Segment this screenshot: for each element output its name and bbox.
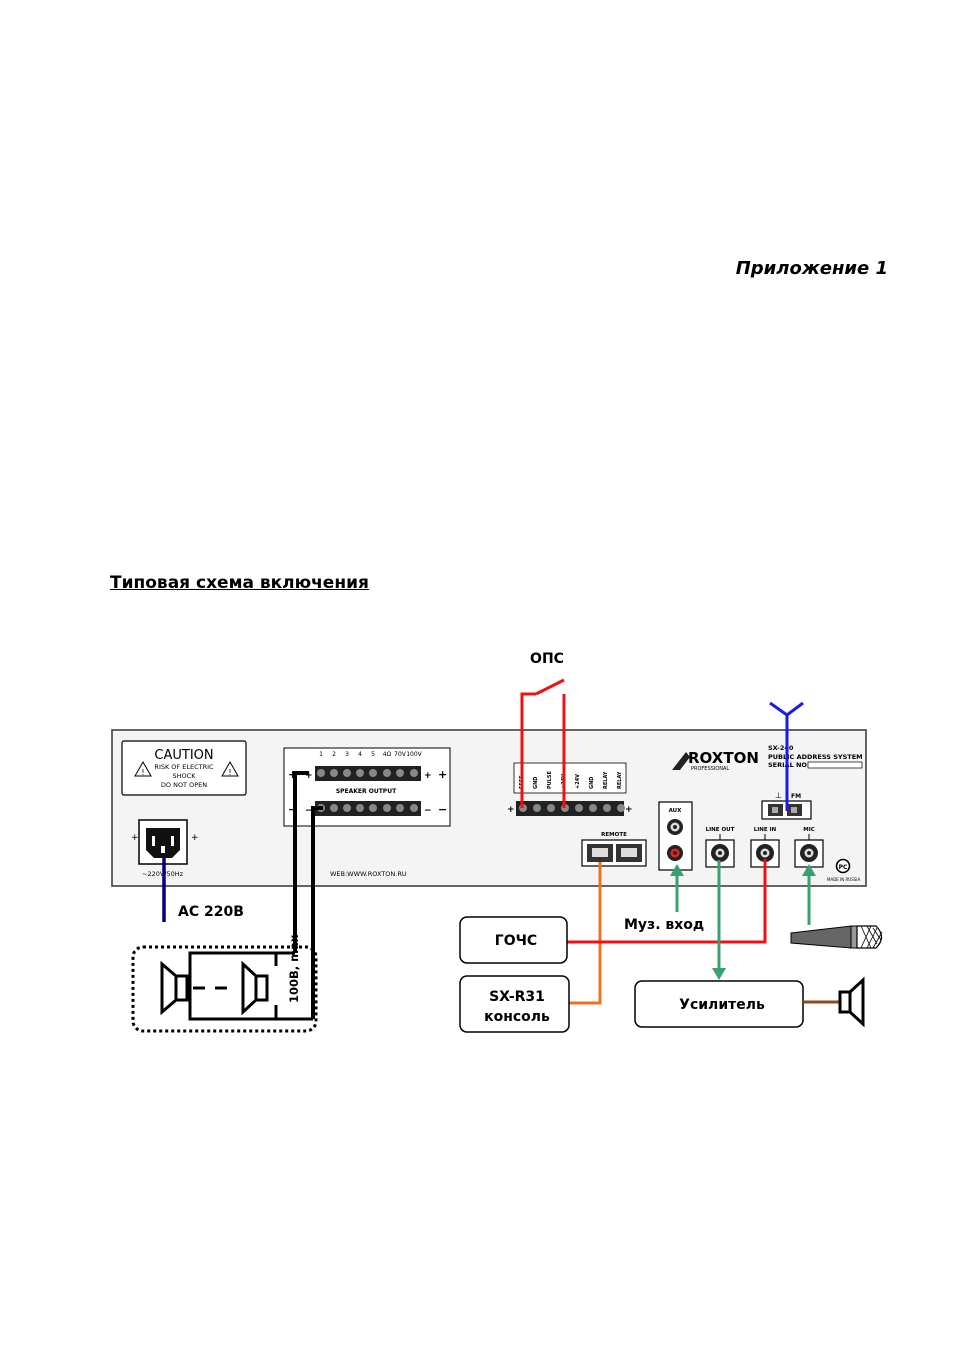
ops-wire-left <box>520 692 536 808</box>
fm-terminal: ⊥ FM <box>761 791 812 820</box>
svg-text:⊥: ⊥ <box>775 791 782 800</box>
svg-text:CAUTION: CAUTION <box>154 748 213 763</box>
svg-text:LINE OUT: LINE OUT <box>706 827 735 833</box>
music-input-label: Муз. вход <box>624 917 704 933</box>
svg-text:SX-R31: SX-R31 <box>489 989 545 1005</box>
svg-text:2: 2 <box>332 751 336 758</box>
speaker-group <box>131 945 318 1033</box>
speaker-group-wiring <box>188 951 313 1021</box>
ops-label: ОПС <box>530 651 564 667</box>
section-title: Типовая схема включения <box>110 573 369 593</box>
made-in-label: MADE IN RUSSIA <box>827 877 860 882</box>
model-desc: PUBLIC ADDRESS SYSTEM <box>768 753 863 761</box>
svg-text:RELAY: RELAY <box>603 771 609 789</box>
svg-text:FM: FM <box>791 793 801 800</box>
svg-text:ГОЧС: ГОЧС <box>495 933 537 949</box>
svg-text:PROFESSIONAL: PROFESSIONAL <box>691 766 729 772</box>
svg-text:GND: GND <box>533 777 539 789</box>
svg-text:AUX: AUX <box>669 808 683 814</box>
svg-text:−: − <box>305 806 313 816</box>
serial-label: SERIAL NO: <box>768 761 810 769</box>
svg-text:+: + <box>507 805 515 815</box>
svg-text:SPEAKER OUTPUT: SPEAKER OUTPUT <box>336 788 397 795</box>
svg-text:+: + <box>288 768 297 781</box>
line-out-arrow <box>712 860 726 980</box>
svg-text:4Ω: 4Ω <box>383 751 392 758</box>
console-box: SX-R31 консоль <box>459 975 570 1033</box>
svg-text:ROXTON: ROXTON <box>688 749 759 767</box>
svg-text:PC: PC <box>839 864 848 871</box>
ops-switch <box>535 678 565 696</box>
svg-text:консоль: консоль <box>484 1009 550 1025</box>
svg-text:−: − <box>288 803 297 816</box>
brand-logo: ROXTON PROFESSIONAL <box>672 749 759 772</box>
svg-text:+: + <box>424 771 432 781</box>
model-label: SX-240 <box>768 744 794 752</box>
caution-label: CAUTION RISK OF ELECTRIC SHOCK DO NOT OP… <box>121 740 247 796</box>
svg-text:DO NOT OPEN: DO NOT OPEN <box>161 781 207 789</box>
aux-port: AUX <box>658 801 693 871</box>
svg-text:!: ! <box>141 768 144 777</box>
remote-port: REMOTE <box>581 832 647 867</box>
svg-text:RELAY: RELAY <box>617 771 623 789</box>
speaker-line-label: 100В, max <box>287 934 301 1003</box>
svg-text:+: + <box>191 833 199 843</box>
svg-text:LINE IN: LINE IN <box>754 827 777 833</box>
svg-text:+: + <box>625 805 633 815</box>
speaker-icon-left <box>160 960 189 1016</box>
svg-text:+: + <box>131 833 139 843</box>
microphone-icon <box>790 925 883 949</box>
svg-text:Усилитель: Усилитель <box>679 997 765 1013</box>
svg-text:100V: 100V <box>406 751 422 758</box>
svg-text:PULSE: PULSE <box>547 770 553 789</box>
certification-icon: PC <box>835 858 851 874</box>
speaker-icon-output <box>838 976 865 1028</box>
antenna-icon <box>769 701 804 811</box>
svg-text:+24V: +24V <box>575 774 581 789</box>
svg-text:−: − <box>424 806 432 816</box>
svg-text:!: ! <box>228 768 231 777</box>
gochs-wire <box>567 859 767 944</box>
warning-icon-left: ! <box>134 760 152 777</box>
svg-text:1: 1 <box>319 751 323 758</box>
web-label: WEB:WWW.ROXTON.RU <box>330 870 407 878</box>
svg-text:4: 4 <box>358 751 362 758</box>
remote-wire <box>567 862 602 1005</box>
mic-arrow <box>802 864 816 925</box>
svg-text:5: 5 <box>371 751 375 758</box>
ac-label: AC 220B <box>178 904 244 920</box>
svg-text:GND: GND <box>589 777 595 789</box>
speaker-output-block: 1 2 3 4 5 4Ω 70V 100V + + + + SPEAKER OU… <box>283 747 451 827</box>
warning-icon-right: ! <box>221 760 239 777</box>
svg-text:MIC: MIC <box>803 827 815 833</box>
svg-text:RISK OF ELECTRIC: RISK OF ELECTRIC <box>154 763 214 771</box>
gochs-box: ГОЧС <box>459 916 568 964</box>
speaker-icon-right <box>241 960 269 1016</box>
svg-text:REMOTE: REMOTE <box>601 832 627 838</box>
music-input-arrow <box>670 864 684 912</box>
control-terminal-block: 5555 GND PULSE +24V +24V GND RELAY RELAY… <box>507 762 633 816</box>
appendix-label: Приложение 1 <box>735 258 888 279</box>
svg-text:70V: 70V <box>394 751 407 758</box>
svg-text:SHOCK: SHOCK <box>173 772 197 780</box>
svg-text:+: + <box>438 768 447 781</box>
svg-text:3: 3 <box>345 751 349 758</box>
amplifier-box: Усилитель <box>634 980 804 1028</box>
svg-text:+: + <box>305 771 313 781</box>
svg-text:−: − <box>438 803 447 816</box>
